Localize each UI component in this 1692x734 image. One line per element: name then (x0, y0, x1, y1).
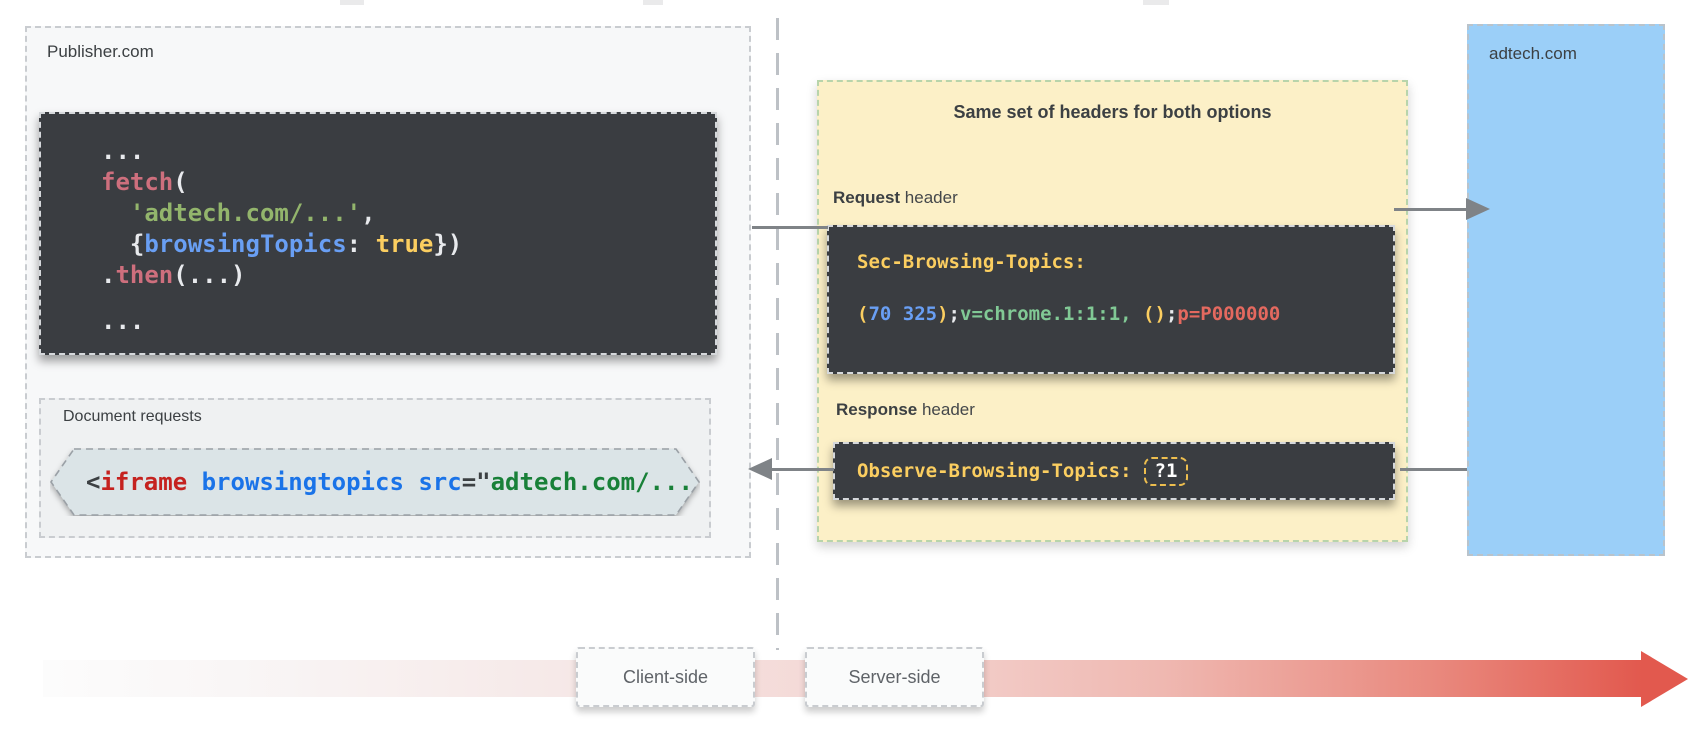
cropped-artifact (643, 0, 663, 5)
response-header-label-rest: header (917, 400, 975, 419)
request-header-label: Request header (833, 188, 958, 208)
arrow-left-icon (748, 458, 772, 480)
code-token (1132, 303, 1143, 325)
code-token: ) (937, 303, 949, 325)
code-line: .then(...) (101, 260, 715, 291)
client-side-badge: Client-side (576, 647, 755, 707)
request-header-block: Sec-Browsing-Topics: (70 325);v=chrome.1… (827, 225, 1395, 374)
iframe-hexagon (50, 448, 700, 516)
code-token: 70 325 (868, 303, 938, 325)
client-server-divider (776, 18, 779, 650)
code-token: iframe (100, 468, 188, 496)
adtech-to-response-line (1400, 468, 1467, 471)
code-token: ... (101, 307, 145, 335)
code-token: Observe-Browsing-Topics: (857, 460, 1132, 482)
code-token: { (101, 230, 145, 258)
code-token (101, 199, 130, 227)
code-line: (70 325);v=chrome.1:1:1, ();p=P000000 (857, 299, 1393, 329)
headers-panel-title: Same set of headers for both options (953, 102, 1272, 122)
fetch-code-block: ... fetch( 'adtech.com/...', {browsingTo… (39, 112, 717, 355)
adtech-label: adtech.com (1489, 44, 1577, 63)
adtech-panel: adtech.com (1467, 24, 1665, 556)
code-token: src (418, 468, 462, 496)
response-to-publisher-line (770, 468, 834, 471)
code-token: then (115, 261, 174, 289)
timeline-arrowhead-icon (1641, 651, 1688, 707)
code-line: Observe-Browsing-Topics: (857, 460, 1132, 482)
code-token: browsingTopics (144, 230, 347, 258)
iframe-code-line: <iframe browsingtopics src="adtech.com/.… (86, 448, 693, 516)
code-token: , (361, 199, 376, 227)
cropped-artifact (1143, 0, 1169, 5)
code-line: ... (101, 306, 715, 337)
code-token: v=chrome.1:1:1, (960, 303, 1132, 325)
server-side-label: Server-side (848, 666, 941, 687)
code-token: ( (173, 168, 188, 196)
arrow-right-icon (1466, 198, 1490, 220)
code-line: fetch( (101, 167, 715, 198)
observe-value-chip: ?1 (1143, 456, 1189, 486)
code-token: < (86, 468, 101, 496)
code-token: ; (948, 303, 960, 325)
code-line: Sec-Browsing-Topics: (857, 247, 1393, 277)
code-token: (...) (173, 261, 246, 289)
document-requests-label: Document requests (63, 408, 202, 425)
publisher-label: Publisher.com (47, 42, 154, 61)
code-line: 'adtech.com/...', (101, 198, 715, 229)
code-token: true (375, 230, 434, 258)
code-token: ; (1165, 303, 1178, 325)
cropped-artifact (340, 0, 364, 5)
code-token: adtech.com/... (490, 468, 693, 496)
code-token: ... (101, 137, 145, 165)
response-header-label: Response header (836, 400, 975, 420)
code-line: {browsingTopics: true}) (101, 229, 715, 260)
request-header-label-bold: Request (833, 188, 901, 207)
request-to-adtech-line (1394, 208, 1468, 211)
code-token: p=P000000 (1177, 303, 1281, 325)
code-token: Sec-Browsing-Topics: (857, 251, 1086, 273)
publisher-to-request-line (752, 226, 828, 229)
code-token: ( (857, 303, 869, 325)
code-line: ... (101, 136, 715, 167)
code-token: =" (461, 468, 491, 496)
code-token: browsingtopics (187, 468, 419, 496)
code-token: : (346, 230, 376, 258)
request-header-label-rest: header (900, 188, 958, 207)
response-header-label-bold: Response (836, 400, 918, 419)
server-side-badge: Server-side (805, 647, 984, 707)
client-side-label: Client-side (622, 666, 709, 687)
code-token: }) (433, 230, 463, 258)
code-token: . (101, 261, 116, 289)
code-token: 'adtech.com/...' (129, 199, 362, 227)
response-header-block: Observe-Browsing-Topics: ?1 (833, 442, 1395, 500)
code-token: fetch (101, 168, 174, 196)
code-token: () (1143, 303, 1166, 325)
